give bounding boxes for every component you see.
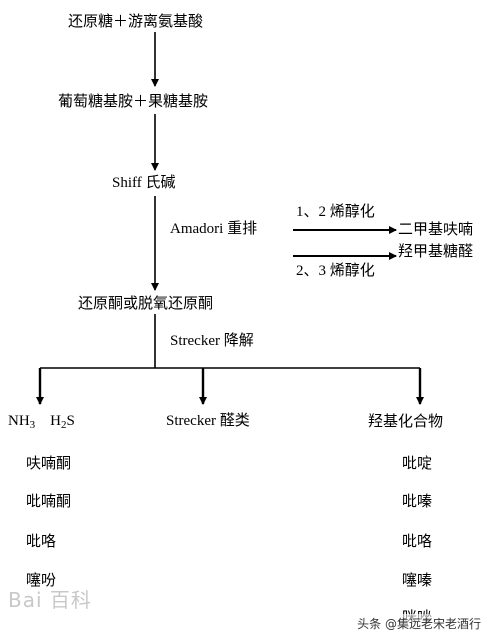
right-item-pyridine: 吡啶 [402, 454, 433, 472]
right-item-pyrazine: 吡嗪 [402, 492, 433, 510]
branch-middle-header: Strecker 醛类 [166, 413, 250, 429]
branch-right-header: 羟基化合物 [368, 412, 444, 430]
left-item-pyrrole: 吡咯 [26, 532, 57, 550]
right-item-pyrrole: 吡咯 [402, 532, 433, 550]
node-reducing-sugar-amino-acid: 还原糖＋游离氨基酸 [68, 12, 204, 30]
label-strecker-degradation: Strecker 降解 [170, 333, 254, 349]
toutiao-watermark: 头条 @集远老宋老酒行 [354, 614, 484, 633]
node-reductones: 还原酮或脱氧还原酮 [78, 294, 214, 312]
hydrogen-sulfide-s: S [66, 413, 75, 429]
branch-left-header: NH3 H2S [8, 412, 75, 434]
label-amadori-rearrangement: Amadori 重排 [170, 221, 258, 237]
ammonia-subscript: 3 [29, 419, 36, 431]
label-enolization-2-3: 2、3 烯醇化 [296, 263, 375, 279]
left-item-pyranone: 吡喃酮 [26, 492, 72, 510]
right-item-thiazine: 噻嗪 [402, 571, 433, 589]
node-hydroxymethylfurfural: 羟甲基糖醛 [398, 242, 474, 260]
left-item-thiophene: 噻吩 [26, 571, 57, 589]
label-enolization-1-2: 1、2 烯醇化 [296, 204, 375, 220]
node-schiff-base: Shiff 氏碱 [112, 175, 176, 191]
left-item-furanone: 呋喃酮 [26, 454, 72, 472]
baidu-watermark: Bai 百科 [8, 588, 92, 612]
node-dimethylfuran: 二甲基呋喃 [398, 220, 474, 238]
hydrogen-sulfide-subscript: 2 [61, 419, 67, 431]
node-glucosylamine-fructosylamine: 葡萄糖基胺＋果糖基胺 [58, 92, 209, 110]
ammonia-label: NH [8, 413, 30, 429]
hydrogen-sulfide-h: H [50, 413, 62, 429]
